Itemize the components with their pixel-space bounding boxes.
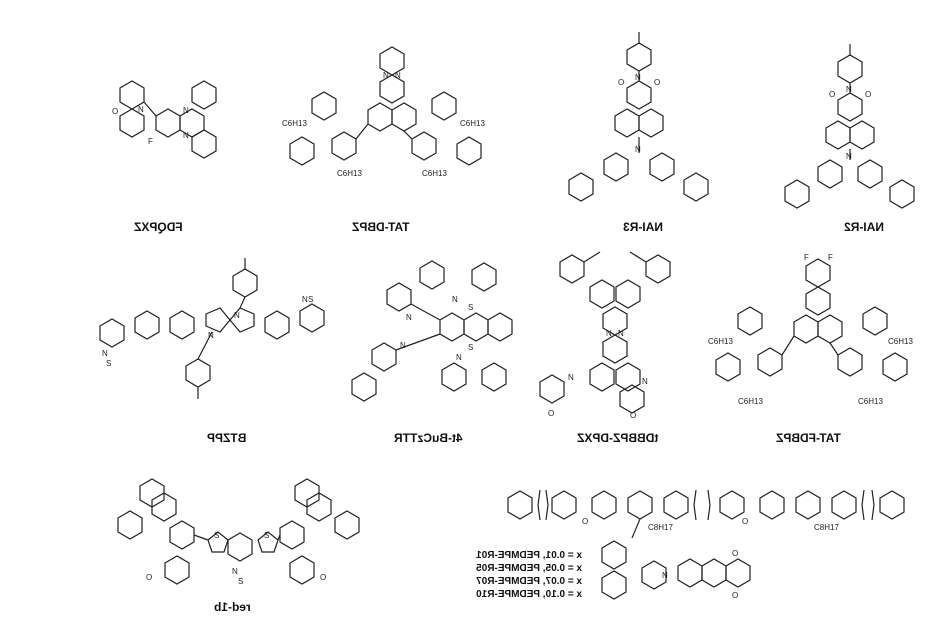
s-atom: S xyxy=(308,295,313,304)
pedmpe-legend: x = 0.01, PEDMPE-R01 x = 0.05, PEDMPE-R0… xyxy=(432,549,582,601)
4t-buczttr-structure: S S N N N N xyxy=(351,260,513,402)
n-atom: N xyxy=(846,152,852,161)
n-atom: N xyxy=(618,329,624,338)
legend-line: x = 0.10, PEDMPE-R10 xyxy=(476,589,582,600)
n-atom: N xyxy=(406,313,412,322)
nai-r3-structure: O O N N xyxy=(568,32,709,202)
o-atom: O xyxy=(112,107,118,116)
f-atom: F xyxy=(828,253,833,262)
n-atom: N xyxy=(232,567,238,576)
hexyl-chain: C6H13 xyxy=(282,119,307,128)
tat-dbpz-structure: N N C6H13 C6H13 C6H13 C6H13 xyxy=(282,46,485,178)
n-atom: N xyxy=(138,105,144,114)
hexyl-chain: C6H13 xyxy=(888,337,913,346)
hexyl-chain: C6H13 xyxy=(858,397,883,406)
octyl-chain: C8H17 xyxy=(814,523,839,532)
n-atom: N xyxy=(846,85,852,94)
n-atom: N xyxy=(642,377,648,386)
octyl-chain: C8H17 xyxy=(648,523,673,532)
red-1b-structure: S S N S O O xyxy=(117,478,360,586)
n-atom: N xyxy=(302,295,308,304)
n-atom: N xyxy=(568,373,574,382)
fdqpxz-structure: N O F N N xyxy=(112,80,217,159)
s-atom: S xyxy=(264,531,269,540)
btzpp-label: BTZPP xyxy=(207,431,247,445)
tat-dbpz-label: TAT-DBPZ xyxy=(352,220,410,234)
n-atom: N xyxy=(606,329,612,338)
o-atom: O xyxy=(654,78,660,87)
o-atom: O xyxy=(732,549,738,558)
legend-line: x = 0.05, PEDMPE-R05 xyxy=(476,563,582,574)
n-atom: N xyxy=(183,106,189,115)
n-atom: N xyxy=(208,331,214,340)
pedmpe-polymer-structure: O O C8H17 C8H17 N O O xyxy=(507,489,905,600)
o-atom: O xyxy=(829,90,835,99)
legend-line: x = 0.07, PEDMPE-R07 xyxy=(476,576,582,587)
btzpp-structure: N S N S N N xyxy=(99,258,325,399)
nai-r2-structure: O O N N xyxy=(784,44,915,209)
o-atom: O xyxy=(742,517,748,526)
tdbbpz-dpxz-structure: N N N N O O xyxy=(539,251,671,420)
n-atom: N xyxy=(383,71,389,80)
hexyl-chain: C6H13 xyxy=(460,119,485,128)
4t-buczttr-label: 4t-BuCzTTR xyxy=(394,431,463,445)
s-atom: S xyxy=(468,303,473,312)
tdbbpz-dpxz-label: tDBBPZ-DPXZ xyxy=(577,431,659,445)
s-atom: S xyxy=(238,577,243,586)
s-atom: S xyxy=(468,343,473,352)
o-atom: O xyxy=(548,409,554,418)
nai-r2-label: NAI-R2 xyxy=(844,220,885,234)
fdqpxz-label: FDQPXZ xyxy=(134,220,183,234)
legend-line: x = 0.01, PEDMPE-R01 xyxy=(476,550,582,561)
hexyl-chain: C6H13 xyxy=(738,397,763,406)
o-atom: O xyxy=(865,90,871,99)
o-atom: O xyxy=(146,573,152,582)
o-atom: O xyxy=(582,517,588,526)
n-atom: N xyxy=(662,571,668,580)
hexyl-chain: C6H13 xyxy=(337,169,362,178)
o-atom: O xyxy=(732,591,738,600)
n-atom: N xyxy=(400,341,406,350)
s-atom: S xyxy=(106,359,111,368)
tat-fdbpz-structure: F F C6H13 C6H13 C6H13 C6H13 xyxy=(708,253,913,406)
n-atom: N xyxy=(395,71,401,80)
n-atom: N xyxy=(635,73,641,82)
o-atom: O xyxy=(630,411,636,420)
n-atom: N xyxy=(635,145,641,154)
hexyl-chain: C6H13 xyxy=(708,337,733,346)
n-atom: N xyxy=(102,349,108,358)
hexyl-chain: C6H13 xyxy=(422,169,447,178)
n-atom: N xyxy=(456,353,462,362)
o-atom: O xyxy=(320,573,326,582)
tat-fdbpz-label: TAT-FDBPZ xyxy=(776,431,841,445)
n-atom: N xyxy=(183,131,189,140)
f-atom: F xyxy=(804,253,809,262)
n-atom: N xyxy=(452,295,458,304)
red-1b-label: red-1b xyxy=(214,600,251,614)
o-atom: O xyxy=(618,78,624,87)
n-atom: N xyxy=(234,311,240,320)
s-atom: S xyxy=(214,531,219,540)
f-atom: F xyxy=(148,137,153,146)
